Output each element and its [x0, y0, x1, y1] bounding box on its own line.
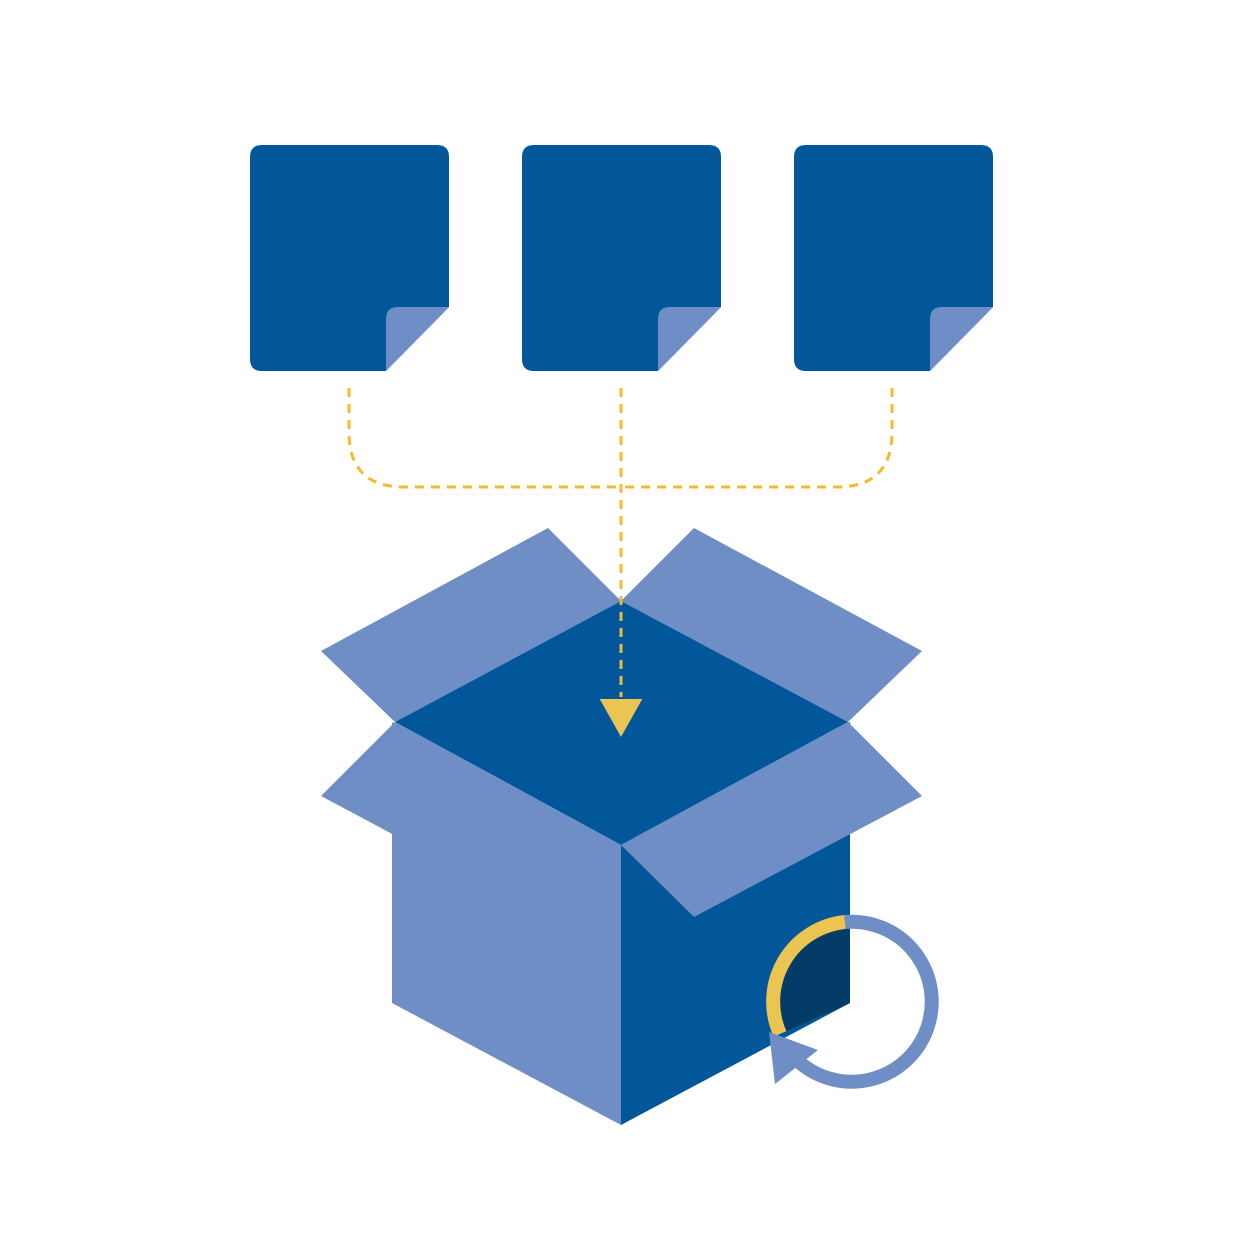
- down-arrow: [597, 388, 645, 740]
- refresh-icon-arrowhead: [769, 1032, 818, 1084]
- box-front-right-flap: [621, 722, 922, 917]
- arrow-head: [597, 697, 645, 740]
- box-back-right-flap: [621, 528, 922, 722]
- dashed-connectors: [347, 388, 894, 489]
- refresh-icon: [766, 914, 939, 1089]
- connector-left: [347, 388, 621, 489]
- refresh-icon-accent-arc: [766, 915, 846, 1037]
- connector-right: [621, 388, 894, 489]
- refresh-icon-inner-shade: [774, 924, 850, 1034]
- document-2: [522, 145, 721, 371]
- document-1: [250, 145, 449, 371]
- box-front-left-flap: [321, 722, 621, 917]
- document-3: [794, 145, 993, 371]
- document-2-folded-corner: [658, 307, 721, 371]
- box-back-left-flap: [321, 528, 621, 722]
- document-1-folded-corner: [386, 307, 449, 371]
- document-3-folded-corner: [930, 307, 993, 371]
- refresh-icon-ring: [793, 914, 939, 1089]
